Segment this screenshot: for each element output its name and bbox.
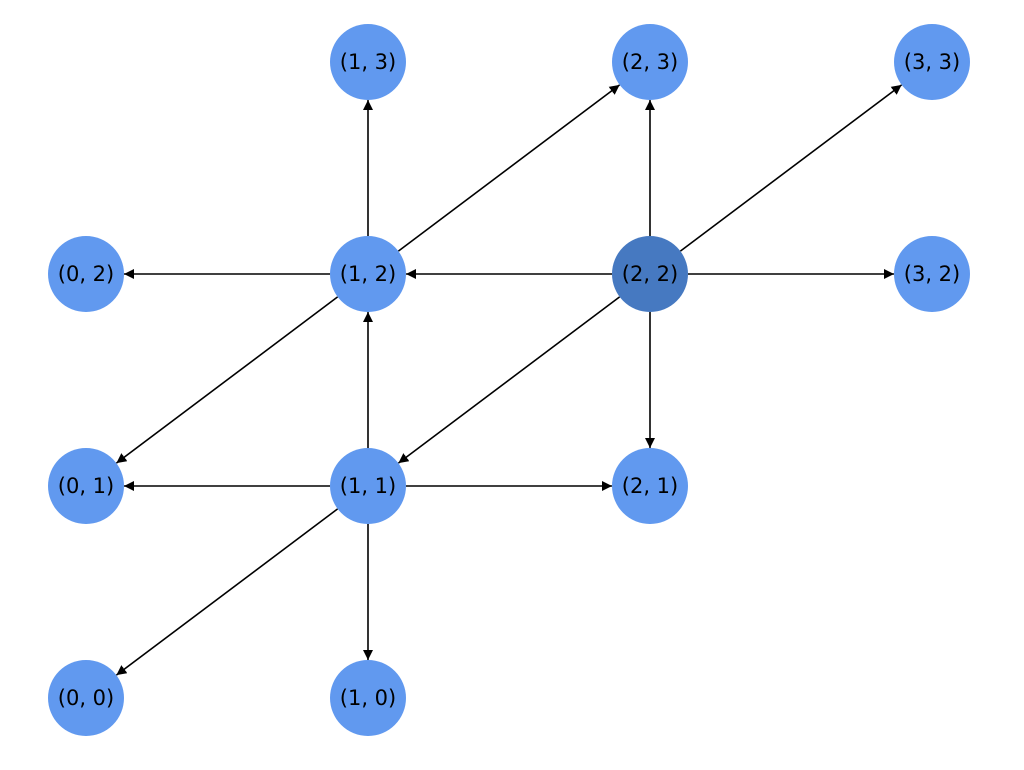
node-label: (2, 2) <box>622 262 678 286</box>
node-circle <box>48 660 124 736</box>
node-label: (1, 0) <box>340 686 396 710</box>
node-label: (1, 2) <box>340 262 396 286</box>
graph-node: (1, 3) <box>330 24 406 100</box>
graph-node: (3, 3) <box>894 24 970 100</box>
node-label: (0, 0) <box>58 686 114 710</box>
graph-node: (2, 3) <box>612 24 688 100</box>
edge-arrow <box>115 296 339 464</box>
node-circle <box>612 24 688 100</box>
edge-arrow <box>115 508 339 676</box>
node-circle <box>48 236 124 312</box>
graph-node: (0, 1) <box>48 448 124 524</box>
node-label: (1, 1) <box>340 474 396 498</box>
node-circle <box>330 660 406 736</box>
node-circle <box>894 24 970 100</box>
edge-arrow <box>397 296 621 464</box>
node-label: (2, 3) <box>622 50 678 74</box>
edge-arrow <box>679 84 903 252</box>
graph-node: (2, 2) <box>612 236 688 312</box>
node-circle <box>330 236 406 312</box>
nodes-layer: (0, 0) (1, 0) (0, 1) (1, 1) (2, 1) (0, 2) (1, … <box>48 24 970 736</box>
node-circle <box>48 448 124 524</box>
graph-node: (1, 0) <box>330 660 406 736</box>
node-label: (3, 3) <box>904 50 960 74</box>
node-circle <box>612 448 688 524</box>
graph-node: (3, 2) <box>894 236 970 312</box>
node-label: (1, 3) <box>340 50 396 74</box>
node-circle <box>330 24 406 100</box>
graph-node: (0, 0) <box>48 660 124 736</box>
node-label: (2, 1) <box>622 474 678 498</box>
node-label: (3, 2) <box>904 262 960 286</box>
edges-layer <box>115 84 903 676</box>
graph-node: (2, 1) <box>612 448 688 524</box>
edge-arrow <box>397 84 621 252</box>
node-label: (0, 2) <box>58 262 114 286</box>
highlighted-node-circle <box>612 236 688 312</box>
node-circle <box>330 448 406 524</box>
graph-node: (0, 2) <box>48 236 124 312</box>
graph-node: (1, 2) <box>330 236 406 312</box>
node-label: (0, 1) <box>58 474 114 498</box>
graph-node: (1, 1) <box>330 448 406 524</box>
node-circle <box>894 236 970 312</box>
